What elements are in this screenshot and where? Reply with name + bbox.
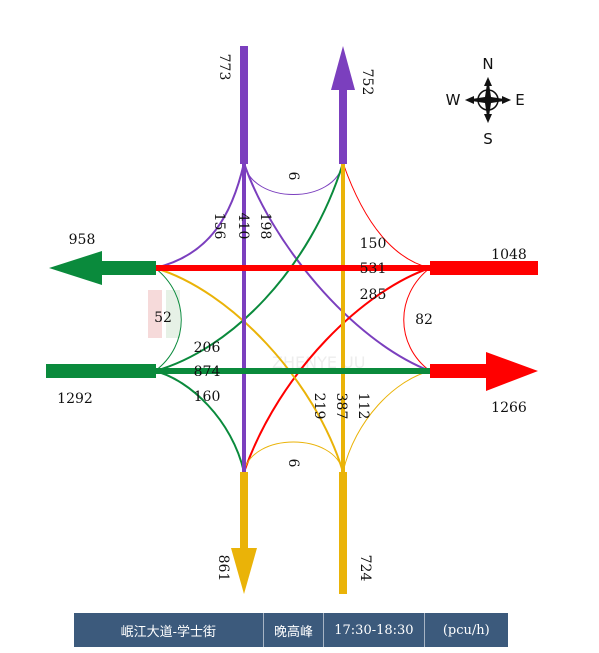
label-west-right: 160	[194, 389, 221, 405]
label-south-left: 219	[311, 393, 327, 420]
curve-north-uturn	[243, 162, 344, 195]
label-east-in: 1048	[491, 247, 527, 263]
south-in-bar	[339, 472, 347, 594]
label-north-left: 156	[211, 213, 227, 240]
label-north-in: 773	[216, 54, 232, 81]
footer-location: 岷江大道-学士街	[74, 613, 264, 647]
label-east-left: 150	[360, 236, 387, 252]
curve-south-right	[342, 370, 431, 473]
north-out-bar	[339, 88, 347, 164]
volume-labels: 773 752 6 156 410 198 219 387 112 6 861 …	[57, 54, 527, 582]
compass-star	[465, 77, 511, 123]
through-lines	[155, 163, 430, 472]
approach-arrows	[46, 46, 538, 594]
label-east-through: 531	[360, 261, 387, 277]
curve-west-left	[154, 162, 344, 372]
label-north-through: 410	[235, 213, 251, 240]
compass-w: W	[446, 91, 461, 109]
curve-south-left	[154, 267, 344, 473]
turn-curves	[154, 162, 431, 473]
curve-west-right	[154, 370, 245, 473]
south-out-arrowhead	[231, 548, 257, 594]
south-out-bar	[240, 472, 248, 552]
north-in-bar	[240, 46, 248, 164]
north-out-arrowhead	[331, 46, 355, 90]
curve-west-uturn	[154, 267, 182, 372]
footer-time: 17:30-18:30	[324, 613, 425, 647]
east-out-arrowhead	[486, 352, 538, 391]
footer-period: 晚高峰	[264, 613, 325, 647]
label-south-through: 387	[333, 393, 349, 420]
label-west-uturn: 52	[154, 310, 172, 326]
label-south-right: 112	[355, 393, 371, 420]
west-out-arrowhead	[49, 251, 102, 285]
label-west-out: 958	[69, 232, 96, 248]
west-in-bar	[46, 364, 156, 378]
label-east-uturn: 82	[415, 312, 433, 328]
west-out-bar	[100, 261, 156, 275]
info-bar: 岷江大道-学士街 晚高峰 17:30-18:30 (pcu/h)	[74, 613, 508, 647]
compass: N S E W	[446, 55, 525, 148]
label-south-in: 724	[357, 555, 373, 582]
east-out-bar	[430, 364, 488, 378]
label-west-through: 874	[194, 364, 221, 380]
label-west-in: 1292	[57, 391, 93, 407]
curve-east-uturn	[403, 267, 431, 372]
curve-south-uturn	[243, 441, 344, 473]
footer-unit: (pcu/h)	[442, 622, 490, 638]
compass-s: S	[483, 130, 493, 148]
compass-e: E	[515, 91, 524, 109]
label-west-left: 206	[194, 340, 221, 356]
label-south-uturn: 6	[285, 459, 301, 468]
label-north-uturn: 6	[285, 172, 301, 181]
curve-north-left	[154, 162, 245, 269]
curve-north-right	[243, 162, 431, 372]
compass-n: N	[482, 55, 493, 73]
label-east-right: 285	[360, 287, 387, 303]
east-in-bar	[430, 261, 538, 275]
label-east-out: 1266	[491, 400, 527, 416]
curve-east-right	[342, 162, 431, 269]
curve-east-left	[243, 267, 431, 473]
label-north-right: 198	[257, 213, 273, 240]
label-south-out: 861	[215, 555, 231, 582]
label-north-out: 752	[359, 69, 375, 96]
